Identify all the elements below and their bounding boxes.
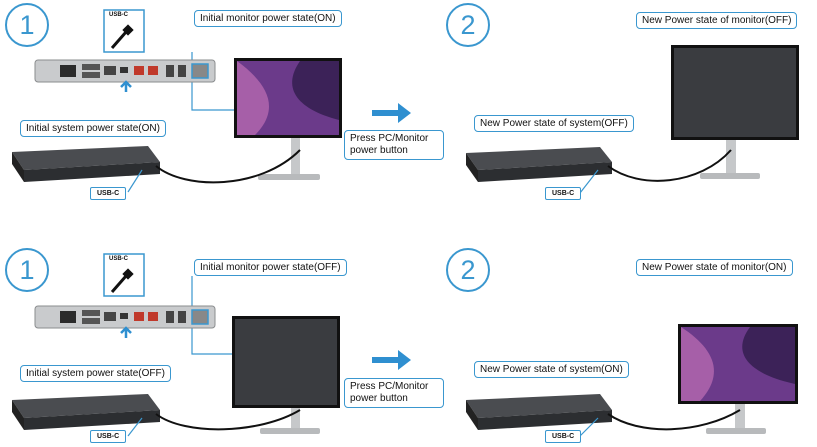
- usbc-cable-inset: [103, 9, 145, 53]
- dock-usbc-label-left: USB-C: [90, 430, 127, 443]
- monitor-right: [671, 45, 799, 179]
- dock-usbc-label-right: USB-C: [545, 430, 582, 443]
- usbc-cable-label: USB-C: [109, 256, 128, 262]
- rear-port-panel: [34, 59, 216, 83]
- step-1-badge: 1: [5, 248, 49, 292]
- rear-port-panel: [34, 305, 216, 329]
- panel-2-graphics: [12, 253, 798, 437]
- dock-right: [466, 147, 612, 182]
- step-2-badge: 2: [446, 248, 490, 292]
- dock-left: [12, 394, 160, 430]
- initial-system-state-label: Initial system power state(ON): [20, 120, 166, 137]
- new-monitor-state-label: New Power state of monitor(ON): [636, 259, 793, 276]
- new-system-state-label: New Power state of system(OFF): [474, 115, 634, 132]
- dock-right: [466, 394, 612, 430]
- new-system-state-label: New Power state of system(ON): [474, 361, 629, 378]
- step-1-badge: 1: [5, 3, 49, 47]
- step-2-badge: 2: [446, 3, 490, 47]
- scenario-panel-2: 1 2 USB-C Initial monitor power state(OF…: [0, 224, 817, 447]
- scenario-panel-1: 1 2 USB-C Initial monitor power state(ON…: [0, 0, 817, 223]
- initial-system-state-label: Initial system power state(OFF): [20, 365, 171, 382]
- initial-monitor-state-label: Initial monitor power state(ON): [194, 10, 342, 27]
- panel-1-graphics: [12, 9, 799, 194]
- monitor-left: [232, 316, 340, 434]
- dock-usbc-label-left: USB-C: [90, 187, 127, 200]
- press-power-button-label: Press PC/Monitor power button: [344, 130, 444, 160]
- dock-left: [12, 146, 160, 182]
- new-monitor-state-label: New Power state of monitor(OFF): [636, 12, 798, 29]
- press-power-button-label: Press PC/Monitor power button: [344, 378, 444, 408]
- monitor-left: [234, 58, 342, 180]
- dock-usbc-label-right: USB-C: [545, 187, 582, 200]
- monitor-right: [678, 324, 798, 434]
- usbc-cable-label: USB-C: [109, 12, 128, 18]
- initial-monitor-state-label: Initial monitor power state(OFF): [194, 259, 347, 276]
- usbc-cable-inset: [103, 253, 145, 297]
